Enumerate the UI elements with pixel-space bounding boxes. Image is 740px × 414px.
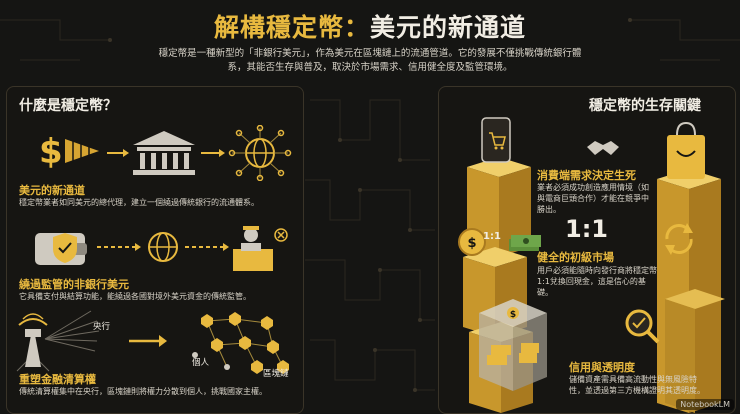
item-desc-new-channel: 穩定幣業者如同美元的總代理，建立一個繞過傳統銀行的流通體系。 <box>19 198 259 207</box>
refresh-arrows-icon <box>665 223 693 255</box>
shopping-cart-icon <box>481 117 511 163</box>
customs-officer-icon <box>233 226 288 271</box>
blockchain-network-icon <box>192 312 289 374</box>
item-title-new-channel: 美元的新通道 <box>19 184 85 197</box>
item-desc-consumer-demand: 業者必須成功創造應用情境（如與電商巨頭合作）才能在競爭中勝出。 <box>537 183 649 214</box>
svg-text:$: $ <box>39 132 63 172</box>
globe-icon <box>148 232 178 262</box>
title-part1: 解構穩定幣： <box>213 13 370 42</box>
dollar-arrow-icon: $ <box>39 132 99 172</box>
arrow-icon <box>107 149 129 157</box>
item-title-primary-market: 健全的初級市場 <box>537 251 614 264</box>
item-title-non-bank-dollar: 繞過監管的非銀行美元 <box>19 278 129 291</box>
item-desc-credit-transparency: 儲備資產需具備高流動性與無風險特性，並透過第三方機構證明其透明度。 <box>569 375 705 395</box>
watermark: NotebookLM <box>676 399 734 410</box>
globe-network-icon <box>228 125 292 181</box>
page-title: 解構穩定幣：美元的新通道 <box>0 8 740 44</box>
cash-stack-icon <box>509 235 541 251</box>
right-panel: 穩定幣的生存關鍵 消費端需求決定生死 業者必須成功創造應用情境（如 <box>438 86 736 414</box>
left-panel: 什麼是穩定幣？ $ 美元的新通道 穩定幣業者如同美元的總代理，建立一個繞過傳統銀… <box>6 86 304 414</box>
right-section-title: 穩定幣的生存關鍵 <box>589 98 701 114</box>
ratio-small: 1:1 <box>483 231 501 242</box>
item-desc-clearing-power: 傳統清算權集中在央行，區塊鏈則將權力分散到個人，挑戰國家主權。 <box>19 387 267 396</box>
left-section-title: 什麼是穩定幣？ <box>19 98 117 114</box>
dashed-arrow-icon <box>97 243 141 251</box>
svg-text:$: $ <box>510 310 516 320</box>
label-central-bank: 央行 <box>93 322 111 332</box>
item-title-clearing-power: 重塑金融清算權 <box>19 373 96 386</box>
bank-icon <box>133 131 195 175</box>
svg-text:$: $ <box>467 236 476 251</box>
ratio-big: 1:1 <box>565 215 608 243</box>
gold-pillars-illustration <box>463 157 725 413</box>
label-blockchain: 區塊鏈 <box>263 369 289 379</box>
page-subtitle: 穩定幣是一種新型的「非銀行美元」，作為美元在區塊鏈上的流通管道。它的發展不僅挑戰… <box>158 48 582 73</box>
item-desc-non-bank-dollar: 它具備支付與結算功能，能繞過各國對境外美元資金的傳統監管。 <box>19 292 251 301</box>
vault-icon: $ <box>479 299 547 391</box>
arrow-icon <box>129 335 167 347</box>
title-part2: 美元的新通道 <box>370 13 527 42</box>
item-title-consumer-demand: 消費端需求決定生死 <box>537 169 636 182</box>
wallet-shield-icon <box>35 233 87 265</box>
arrow-icon <box>201 149 225 157</box>
item-title-credit-transparency: 信用與透明度 <box>569 361 635 374</box>
handshake-icon <box>587 141 619 155</box>
label-individual: 個人 <box>192 358 210 368</box>
radio-tower-icon <box>16 310 100 372</box>
coin-icon: $ <box>458 228 486 256</box>
magnifier-check-icon <box>625 309 660 344</box>
item-desc-primary-market: 用戶必須能隨時向發行商將穩定幣1:1兌換回現金，這是信心的基礎。 <box>537 266 657 297</box>
dashed-arrow-icon <box>185 243 229 251</box>
shopping-bag-icon <box>667 121 705 179</box>
